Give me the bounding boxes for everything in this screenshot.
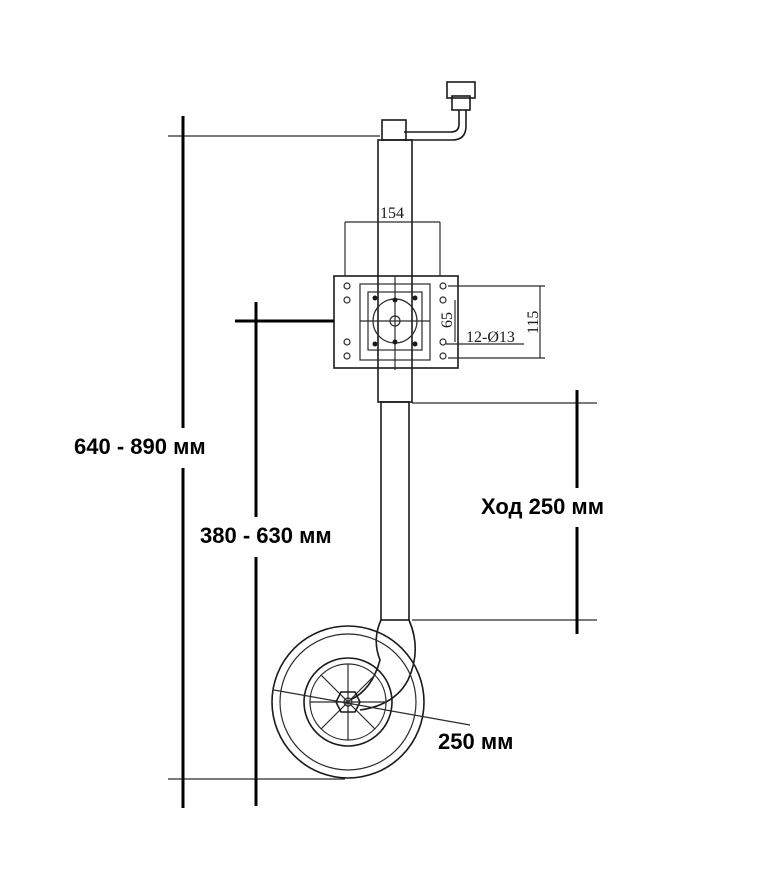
overall-height-label: 640 - 890 мм: [74, 434, 206, 459]
crank-handle: [381, 81, 476, 141]
dim-holes: 12-Ø13: [466, 329, 515, 346]
dim-plate-height: 115: [525, 311, 542, 334]
dim-plate-width: 154: [380, 205, 404, 222]
wheel-dimension: [273, 689, 471, 726]
dimension-bars: [181, 116, 579, 808]
reference-lines: [168, 135, 597, 780]
dim-bolt-spacing: 65: [439, 312, 456, 328]
stroke-label: Ход 250 мм: [481, 494, 604, 519]
mounting-plate: [333, 275, 459, 370]
lower-tube: [380, 401, 410, 621]
wheel: [271, 625, 425, 779]
mount-height-label: 380 - 630 мм: [200, 523, 332, 548]
plate-dimensions: 154 115 65 12-Ø13: [344, 205, 545, 359]
wheel-diameter-label: 250 мм: [438, 729, 514, 754]
